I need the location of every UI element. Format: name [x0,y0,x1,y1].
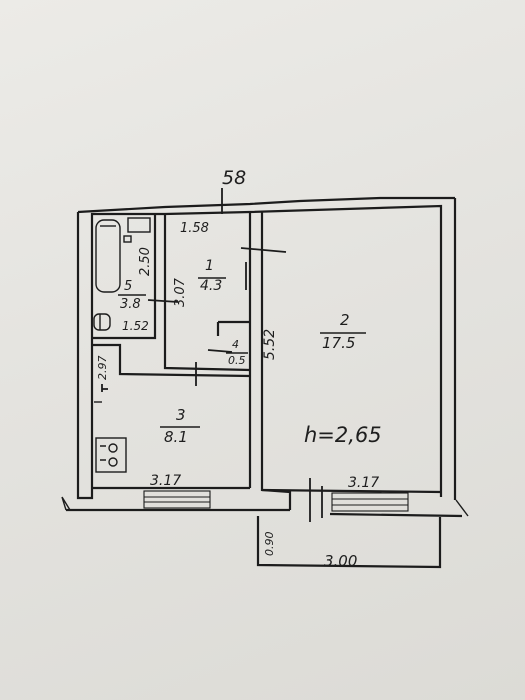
sink-icon [93,313,111,331]
dim-kitchen-width: 3.17 [150,473,181,489]
door-marks [101,188,323,522]
balcony [256,516,442,569]
interior-walls [92,212,264,488]
room-5-area: 3.8 [120,297,141,312]
room-5-number: 5 [124,279,132,294]
room-4-area: 0.5 [228,354,246,367]
plan-label-top: 58 [222,167,246,189]
outer-walls [61,196,469,518]
room-3-number: 3 [176,406,186,424]
room-1-number: 1 [205,258,214,274]
dim-hall-length: 3.07 [173,277,188,307]
windows [143,490,409,512]
ceiling-height-note: h=2,65 [304,423,382,447]
dim-balcony-depth: 0.90 [263,532,276,557]
dim-hall-width: 1.58 [180,221,209,236]
room-4-number: 4 [232,338,239,351]
room-2-area: 17.5 [322,334,355,352]
room-2-number: 2 [340,311,350,329]
bathtub-icon [95,217,151,293]
dim-kitchen-side: 2.97 [96,356,109,381]
dim-bath-width: 1.52 [122,319,149,333]
dim-room2-length: 5.52 [262,329,278,360]
room-1-area: 4.3 [200,278,222,294]
dim-balcony-length: 3.00 [324,552,357,570]
dim-bath-length: 2.50 [138,247,153,276]
dim-room2-width: 3.17 [348,475,379,491]
stove-icon [95,437,127,473]
pipe-icon [94,235,132,403]
room-3-area: 8.1 [164,428,188,446]
